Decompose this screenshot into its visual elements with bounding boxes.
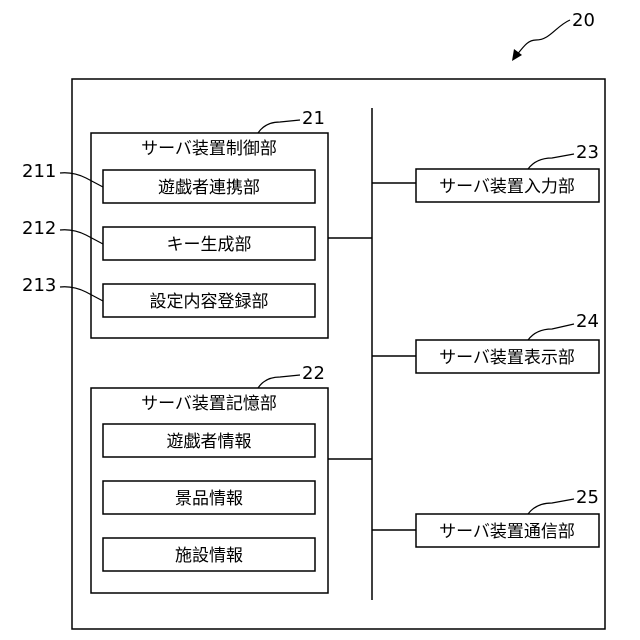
storage-item-label-1: 遊戯者情報 (167, 432, 252, 452)
storage-unit-title: サーバ装置記憶部 (141, 394, 277, 414)
control-item-ref-leader-2 (60, 230, 103, 244)
control-item-ref-leader-3 (60, 287, 103, 301)
control-unit-ref: 21 (302, 108, 325, 129)
comm-unit-ref: 25 (576, 487, 599, 508)
control-item-ref-leader-1 (60, 173, 103, 187)
comm-unit-ref-leader (528, 499, 574, 514)
comm-unit-label: サーバ装置通信部 (439, 522, 575, 542)
figure-ref-leader (516, 20, 570, 56)
figure-ref-20: 20 (572, 10, 595, 31)
input-unit-label: サーバ装置入力部 (439, 177, 575, 197)
control-item-label-3: 設定内容登録部 (150, 292, 269, 312)
storage-unit-ref: 22 (302, 363, 325, 384)
control-item-label-1: 遊戯者連携部 (158, 178, 260, 198)
display-unit-ref-leader (528, 324, 574, 340)
display-unit-ref: 24 (576, 311, 599, 332)
input-unit-ref: 23 (576, 142, 599, 163)
control-unit-title: サーバ装置制御部 (141, 139, 277, 159)
storage-unit-ref-leader (258, 375, 300, 388)
input-unit-ref-leader (528, 154, 574, 169)
control-item-ref-1: 211 (22, 161, 56, 182)
control-unit-ref-leader (258, 120, 300, 133)
display-unit-label: サーバ装置表示部 (439, 348, 575, 368)
control-item-ref-2: 212 (22, 218, 56, 239)
control-item-ref-3: 213 (22, 275, 56, 296)
storage-item-label-2: 景品情報 (175, 489, 243, 509)
storage-item-label-3: 施設情報 (175, 546, 243, 566)
control-item-label-2: キー生成部 (167, 235, 252, 255)
